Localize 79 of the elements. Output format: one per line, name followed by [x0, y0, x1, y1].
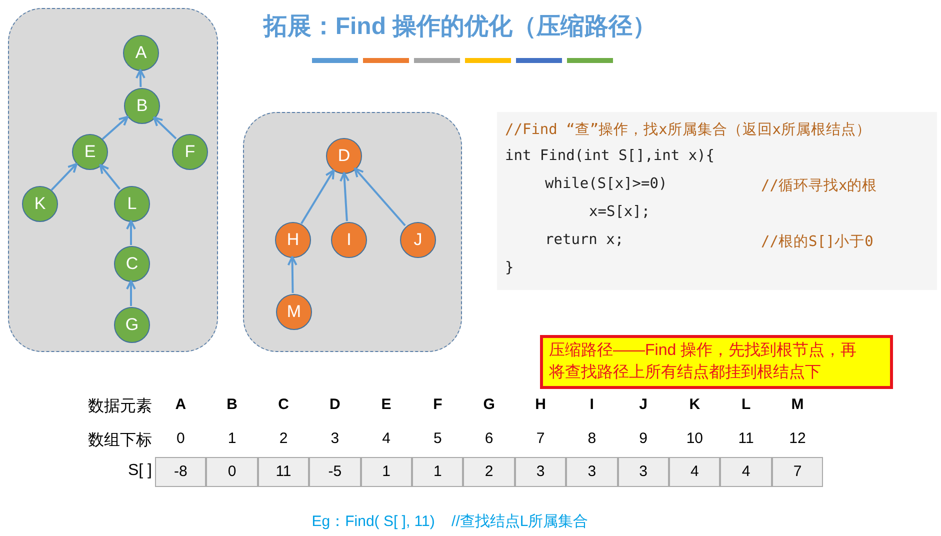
table-cell: 3: [514, 457, 566, 487]
tree-node-circle: B: [124, 88, 160, 124]
tree-node-circle: M: [276, 294, 312, 330]
tree-node-circle: L: [114, 186, 150, 222]
code-comment: //循环寻找x的根: [761, 177, 878, 195]
table-cell: 4: [720, 457, 772, 487]
tree-node-circle: I: [331, 222, 367, 258]
arrow: [136, 69, 146, 88]
tree-node-circle: K: [22, 186, 58, 222]
table-cell: 1: [360, 457, 412, 487]
arrow: [126, 220, 136, 245]
table-cell: -5: [309, 457, 361, 487]
group-panel: [8, 8, 218, 352]
arrow: [50, 162, 78, 191]
column-header: A: [174, 396, 188, 415]
tree-node-circle: A: [123, 35, 159, 71]
arrow: [287, 256, 298, 294]
row-header: S[ ]: [126, 462, 152, 480]
index-label: 2: [278, 430, 289, 449]
highlight-note: 压缩路径——Find 操作，先找到根节点，再将查找路径上所有结点都挂到根结点下: [540, 335, 893, 389]
arrow: [126, 280, 136, 306]
row-header: 数据元素: [87, 396, 152, 417]
column-header: G: [482, 396, 496, 415]
arrow: [300, 169, 335, 224]
column-header: M: [790, 396, 805, 415]
index-label: 10: [685, 430, 704, 449]
caption: Eg：Find( S[ ], 11) //查找结点L所属集合: [310, 512, 590, 531]
table-cell: 3: [566, 457, 618, 487]
code-comment: //Find “查”操作，找x所属集合（返回x所属根结点）: [505, 121, 872, 139]
arrow: [153, 116, 177, 140]
title: 拓展：Find 操作的优化（压缩路径）: [262, 12, 658, 42]
row-header: 数组下标: [87, 431, 152, 451]
index-label: 12: [788, 430, 807, 449]
index-label: 0: [176, 430, 186, 449]
arrow: [354, 168, 406, 226]
code-comment: //根的S[]小于0: [761, 233, 874, 251]
tree-node-circle: E: [72, 134, 108, 170]
column-header: E: [380, 396, 392, 415]
column-header: L: [740, 396, 752, 415]
index-label: 3: [330, 430, 340, 449]
column-header: C: [277, 396, 290, 415]
group-panel: [243, 112, 462, 352]
code-line: return x;: [545, 232, 624, 248]
tree-node-circle: F: [172, 134, 208, 170]
table-cell: 2: [463, 457, 515, 487]
code-line: x=S[x];: [589, 204, 650, 220]
column-header: H: [534, 396, 547, 415]
index-label: 6: [484, 430, 494, 449]
arrow: [99, 164, 120, 190]
column-header: J: [638, 396, 648, 415]
table-cell: 4: [669, 457, 720, 487]
column-header: B: [226, 396, 238, 415]
column-header: I: [588, 396, 595, 415]
tree-node-circle: H: [275, 222, 311, 258]
index-label: 5: [432, 430, 443, 449]
tree-node-circle: J: [400, 222, 436, 258]
index-label: 1: [226, 430, 238, 449]
code-line: }: [505, 260, 514, 276]
arrow: [340, 172, 350, 222]
tree-node-circle: G: [114, 307, 150, 343]
column-header: F: [432, 396, 444, 415]
index-label: 9: [638, 430, 648, 449]
tree-node-circle: D: [326, 138, 362, 174]
index-label: 7: [535, 430, 546, 449]
table-cell: -8: [155, 457, 206, 487]
column-header: K: [688, 396, 702, 415]
table-cell: 11: [258, 457, 310, 487]
table-cell: 0: [206, 457, 258, 487]
table-cell: 3: [618, 457, 669, 487]
code-line: int Find(int S[],int x){: [505, 148, 715, 164]
index-label: 8: [586, 430, 598, 449]
column-header: D: [328, 396, 342, 415]
table-cell: 1: [412, 457, 464, 487]
index-label: 4: [381, 430, 392, 449]
index-label: 11: [737, 430, 755, 449]
tree-node-circle: C: [114, 246, 150, 282]
arrow: [102, 116, 129, 140]
code-line: while(S[x]>=0): [545, 176, 668, 192]
table-cell: 7: [772, 457, 824, 487]
